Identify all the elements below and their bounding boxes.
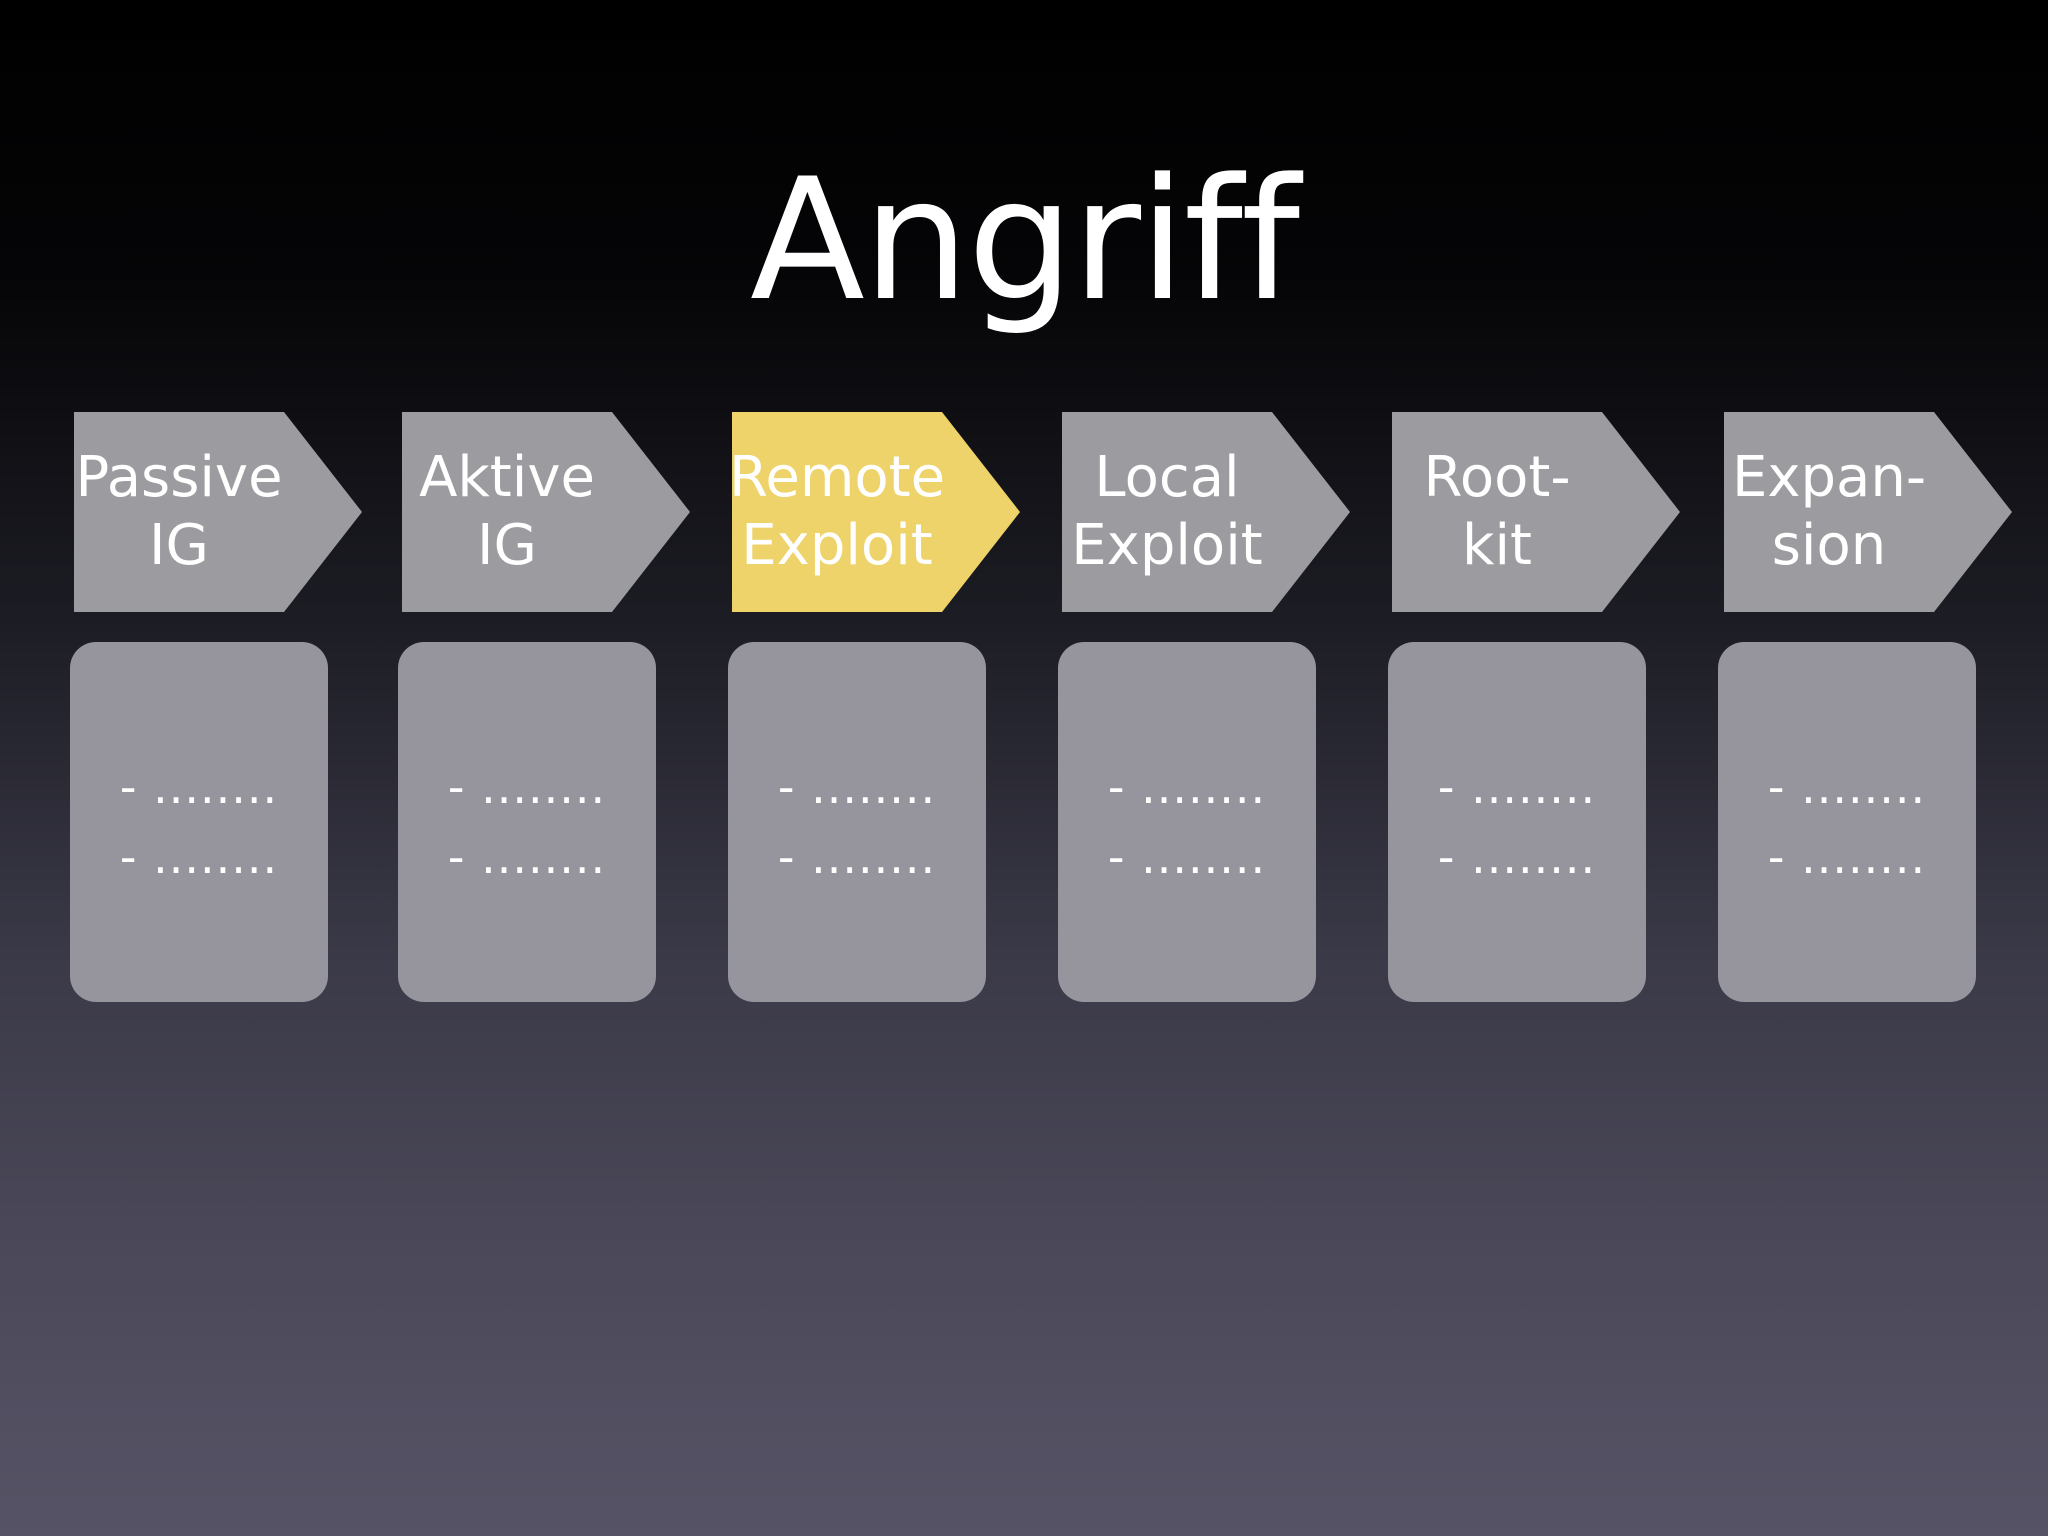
- stage-label: Root- kit: [1392, 412, 1602, 612]
- arrow-shape: [74, 412, 362, 612]
- stage-card-passive-ig: - ........ - ........: [70, 642, 328, 1002]
- stage-arrow-local-exploit: Local Exploit: [1062, 412, 1350, 612]
- stage-label-line2: Exploit: [1071, 513, 1263, 578]
- card-bullet: - ........: [1767, 830, 1927, 884]
- stage-label: Remote Exploit: [728, 412, 946, 612]
- arrow-shape: [1724, 412, 2012, 612]
- stage-arrow-aktive-ig: Aktive IG: [402, 412, 690, 612]
- card-bullet: - ........: [1107, 830, 1267, 884]
- stage-arrow-expansion: Expan- sion: [1724, 412, 2012, 612]
- card-bullet: - ........: [1437, 830, 1597, 884]
- card-bullet: - ........: [777, 830, 937, 884]
- stage-label-line1: Remote: [728, 445, 946, 510]
- stage-label-line1: Aktive: [419, 445, 595, 510]
- slide-title: Angriff: [749, 142, 1300, 338]
- stage-label-line2: Exploit: [741, 513, 933, 578]
- stage-card-local-exploit: - ........ - ........: [1058, 642, 1316, 1002]
- stage-label-line1: Root-: [1423, 445, 1571, 510]
- stage-label-line2: sion: [1771, 513, 1887, 578]
- stage-card-aktive-ig: - ........ - ........: [398, 642, 656, 1002]
- stage-label: Local Exploit: [1062, 412, 1272, 612]
- stage-arrow-rootkit: Root- kit: [1392, 412, 1680, 612]
- card-bullet: - ........: [119, 830, 279, 884]
- card-bullet: - ........: [1767, 760, 1927, 814]
- stage-label: Aktive IG: [402, 412, 612, 612]
- card-bullet: - ........: [119, 760, 279, 814]
- stage-label-line1: Passive: [75, 445, 283, 510]
- card-bullet: - ........: [1437, 760, 1597, 814]
- arrow-shape: [402, 412, 690, 612]
- card-bullet: - ........: [447, 760, 607, 814]
- stage-label-line2: IG: [149, 513, 209, 578]
- card-bullet: - ........: [777, 760, 937, 814]
- stage-label-line2: IG: [477, 513, 537, 578]
- stage-label-line1: Expan-: [1731, 445, 1927, 510]
- arrow-shape: [732, 412, 1020, 612]
- stage-label: Expan- sion: [1724, 412, 1934, 612]
- stage-card-rootkit: - ........ - ........: [1388, 642, 1646, 1002]
- stage-card-remote-exploit: - ........ - ........: [728, 642, 986, 1002]
- stage-label-line2: kit: [1462, 513, 1532, 578]
- arrow-shape: [1392, 412, 1680, 612]
- stage-arrow-passive-ig: Passive IG: [74, 412, 362, 612]
- card-bullet: - ........: [1107, 760, 1267, 814]
- stage-label-line1: Local: [1094, 445, 1240, 510]
- arrow-shape: [1062, 412, 1350, 612]
- stage-label: Passive IG: [74, 412, 284, 612]
- stage-card-expansion: - ........ - ........: [1718, 642, 1976, 1002]
- stage-arrow-remote-exploit: Remote Exploit: [728, 412, 1020, 612]
- card-bullet: - ........: [447, 830, 607, 884]
